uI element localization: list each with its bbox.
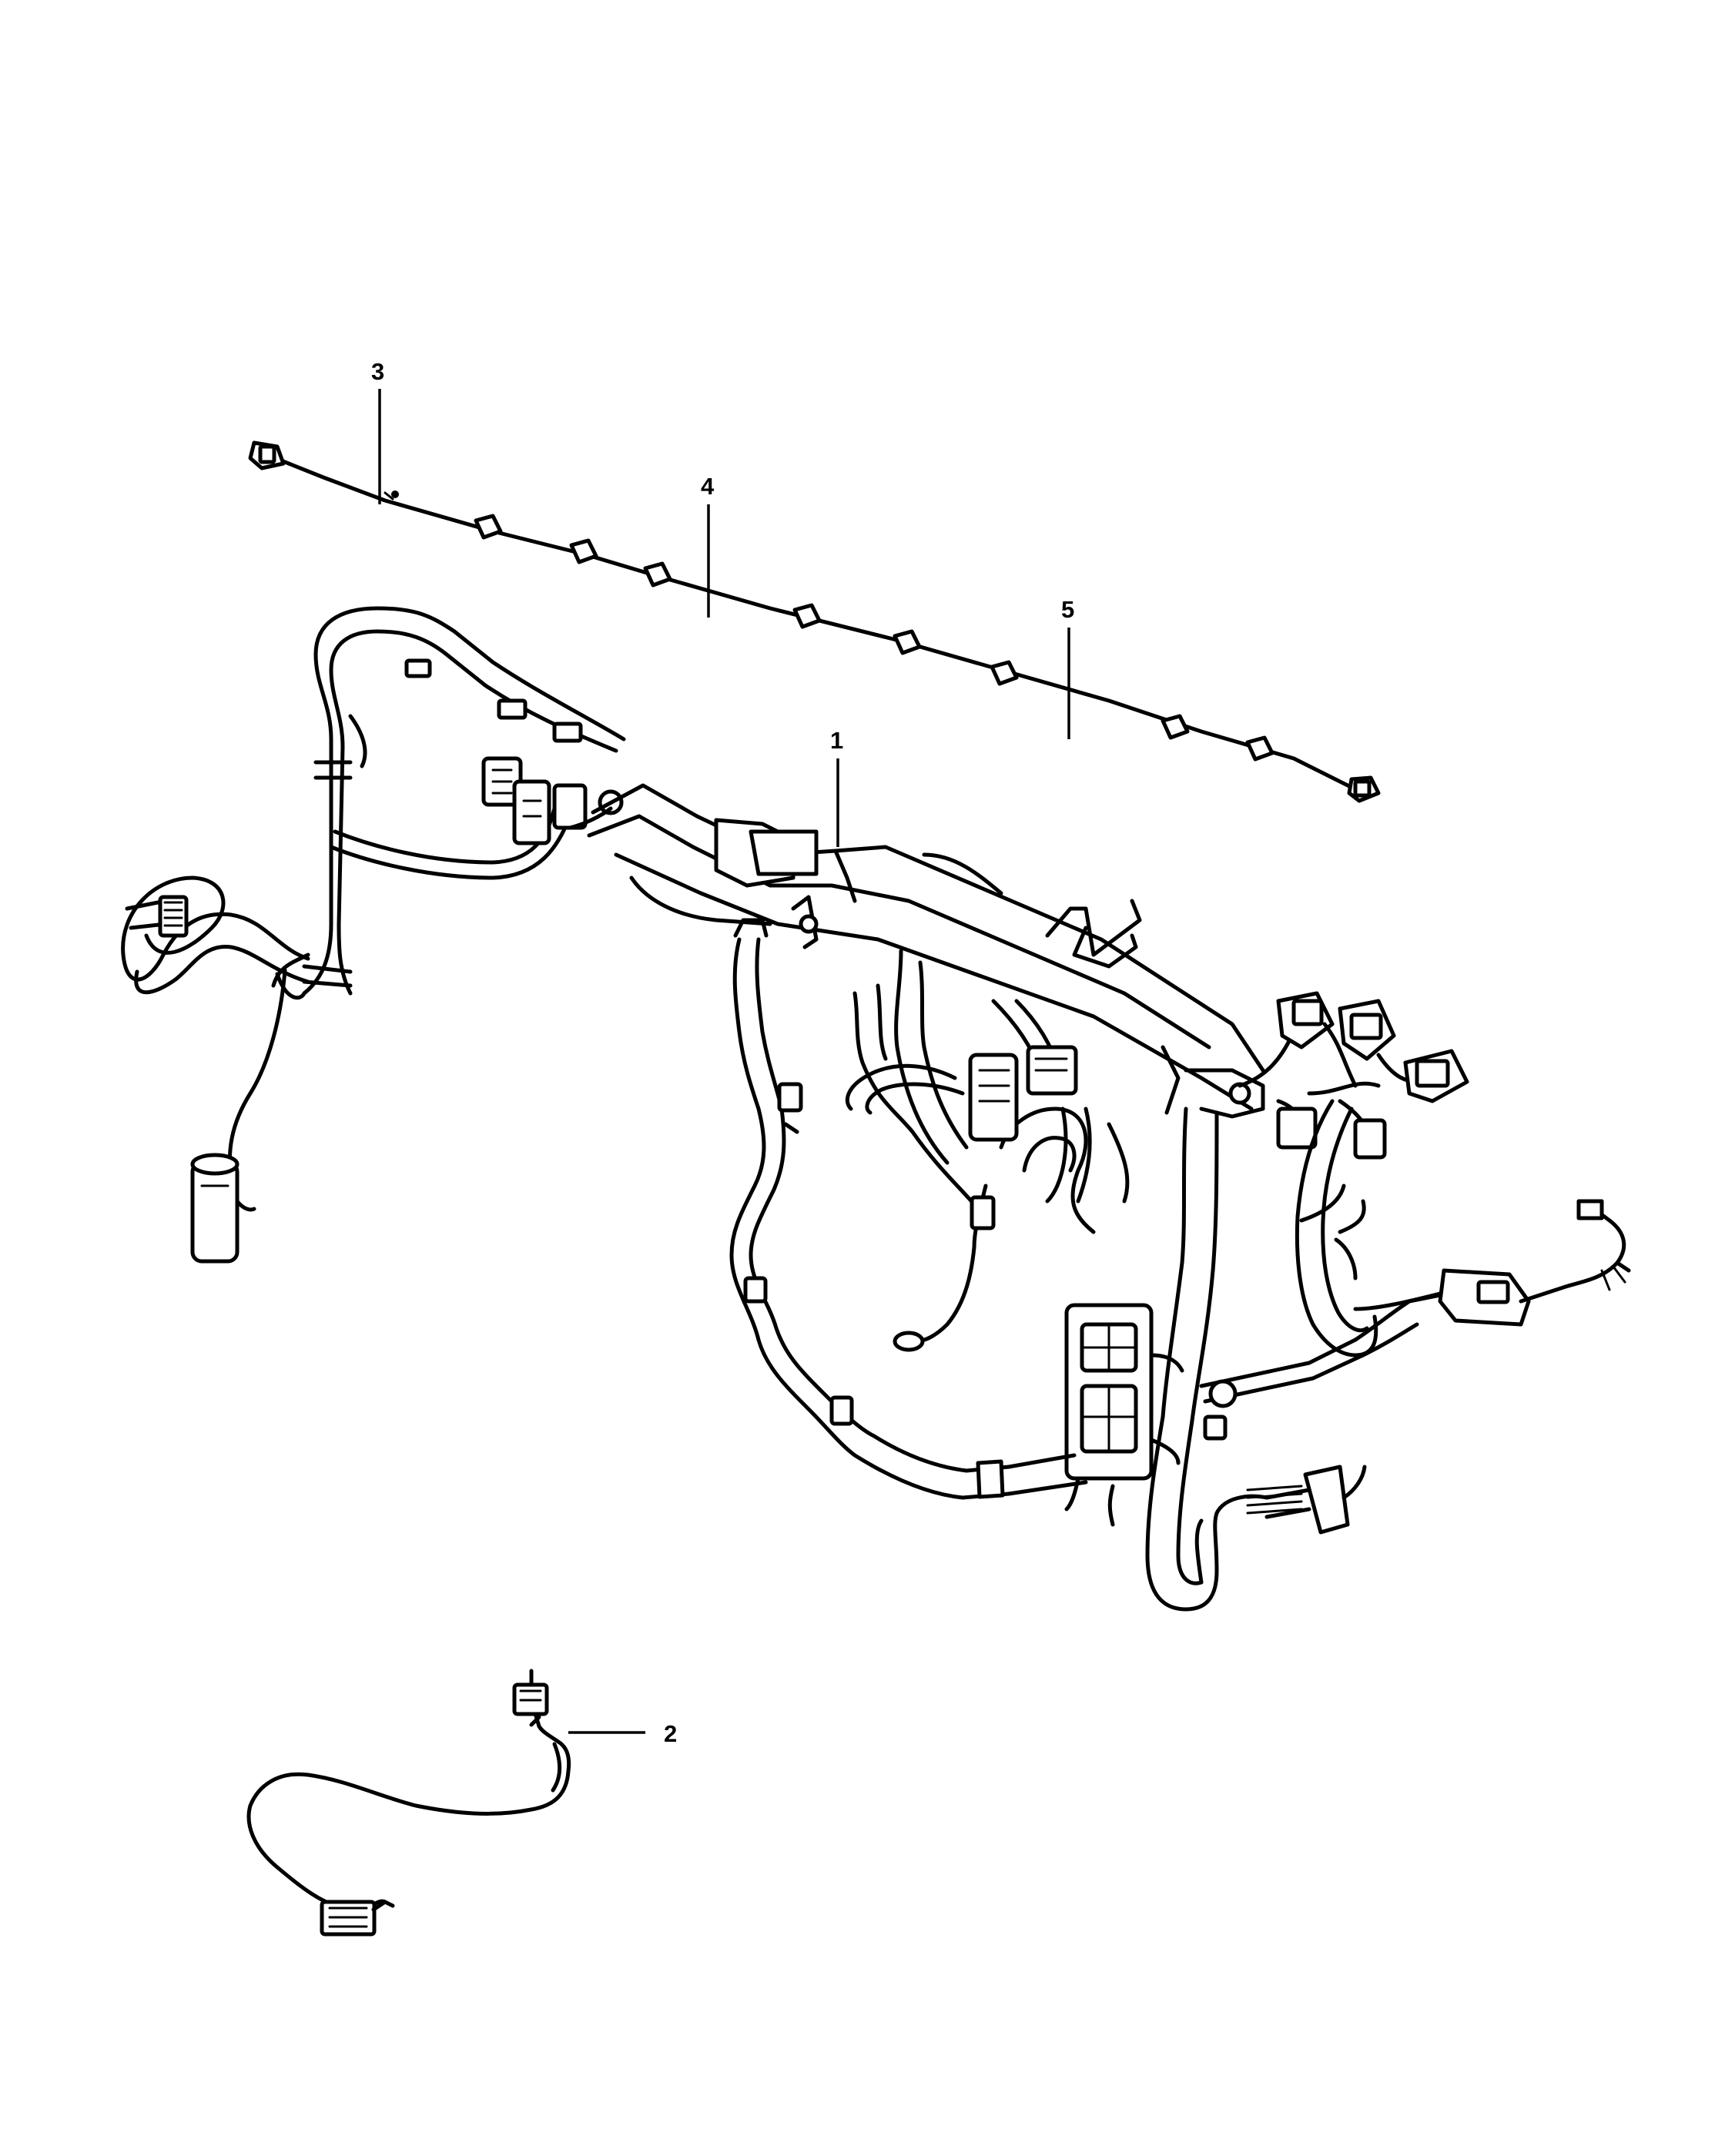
- left-upper-loop: [271, 606, 626, 1000]
- callout-3: 3: [371, 358, 384, 385]
- callout-labels: 3 4 5 1 2: [371, 358, 1074, 1747]
- right-side-plug: [1299, 1183, 1631, 1327]
- callout-leaders: [378, 389, 1070, 1734]
- parts-3-4-5-overhead-lead: [248, 440, 1381, 803]
- lead-clips: [474, 514, 1274, 762]
- left-end-coil-connector: [121, 875, 310, 995]
- callout-2: 2: [664, 1720, 677, 1747]
- callout-5: 5: [1061, 596, 1074, 623]
- part-1-main-harness: [121, 606, 1631, 1612]
- center-drops: [845, 949, 1130, 1352]
- callout-4: 4: [701, 473, 715, 500]
- callout-1: 1: [830, 727, 843, 754]
- upper-left-connector-cluster: [329, 756, 624, 880]
- right-trunk: [1064, 1099, 1450, 1612]
- left-cylinder-lead: [190, 968, 287, 1264]
- right-upper-connectors: [1238, 991, 1469, 1160]
- left-lower-hoop: [729, 918, 1088, 1500]
- part-2-harness: [246, 1669, 571, 1937]
- cross-car-beam: [587, 783, 1265, 1119]
